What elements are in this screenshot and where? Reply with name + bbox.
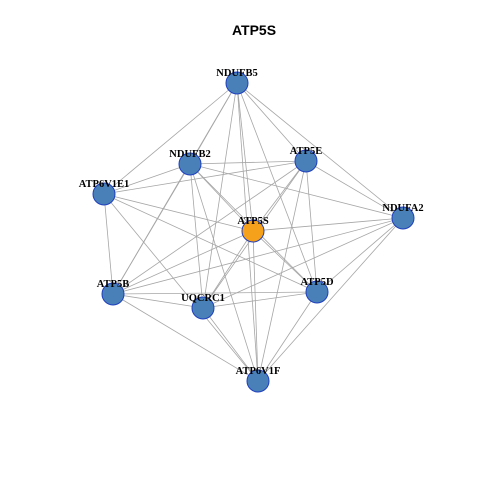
node-label: ATP5D: [300, 277, 333, 288]
edge-layer: [103, 82, 404, 382]
edge-ndufb5-atp5e: [236, 82, 307, 162]
node-atp5d: ATP5D: [300, 277, 334, 304]
node-circle: [294, 149, 318, 173]
edge-ndufb5-atp6v1e1: [103, 82, 238, 195]
node-label: NDUFB5: [216, 68, 257, 79]
edge-atp5e-atp5s: [252, 160, 307, 232]
node-circle: [391, 206, 415, 230]
node-atp5b: ATP5B: [97, 279, 129, 306]
edge-ndufb2-atp5e: [189, 160, 307, 165]
edge-ndufa2-atp5b: [112, 217, 404, 295]
edge-ndufb2-atp6v1e1: [103, 163, 191, 195]
edge-atp5b-atp5d: [112, 291, 318, 295]
edge-atp5e-atp6v1e1: [103, 160, 307, 195]
edge-atp5s-atp5b: [112, 230, 254, 295]
node-label: ATP5E: [290, 146, 322, 157]
edge-atp6v1e1-atp5s: [103, 193, 254, 232]
node-uqcrc1: UQCRC1: [181, 293, 225, 320]
edge-uqcrc1-atp6v1f: [202, 307, 259, 382]
node-atp5s: ATP5S: [237, 216, 269, 243]
node-label: ATP5B: [97, 279, 129, 290]
node-circle: [191, 296, 215, 320]
edge-atp6v1e1-atp6v1f: [103, 193, 259, 382]
edge-ndufb5-atp5s: [236, 82, 254, 232]
node-ndufb5: NDUFB5: [216, 68, 258, 95]
edge-atp5s-atp6v1f: [252, 230, 259, 382]
edge-ndufb2-atp6v1f: [189, 163, 259, 382]
node-circle: [305, 280, 329, 304]
node-label: ATP6V1E1: [79, 179, 130, 190]
node-circle: [178, 152, 202, 176]
edge-atp5d-atp6v1f: [257, 291, 318, 382]
node-atp5e: ATP5E: [290, 146, 322, 173]
edge-ndufb2-ndufa2: [189, 163, 404, 219]
node-ndufb2: NDUFB2: [169, 149, 211, 176]
edge-atp5e-atp5d: [305, 160, 318, 293]
edge-ndufa2-uqcrc1: [202, 217, 404, 309]
edge-ndufa2-atp6v1f: [257, 217, 404, 382]
edge-atp6v1e1-atp5d: [103, 193, 318, 293]
hub-node-circle: [241, 219, 265, 243]
edge-ndufb5-atp5d: [236, 82, 318, 293]
edge-ndufb2-atp5b: [112, 163, 191, 295]
edge-atp5b-atp6v1f: [112, 293, 259, 382]
edge-atp5s-atp5d: [252, 230, 318, 293]
edge-atp5b-uqcrc1: [112, 293, 204, 309]
node-atp6v1e1: ATP6V1E1: [79, 179, 130, 206]
node-label: ATP5S: [237, 216, 268, 227]
edge-atp5e-atp5b: [112, 160, 307, 295]
edge-atp5e-ndufa2: [305, 160, 404, 219]
node-label: UQCRC1: [181, 293, 225, 304]
edge-ndufb2-atp5s: [189, 163, 254, 232]
node-circle: [92, 182, 116, 206]
node-label: NDUFB2: [169, 149, 210, 160]
edge-atp5s-uqcrc1: [202, 230, 254, 309]
node-circle: [246, 369, 270, 393]
edge-atp5d-uqcrc1: [202, 291, 318, 309]
node-label: NDUFA2: [382, 203, 423, 214]
node-circle: [101, 282, 125, 306]
node-label: ATP6V1F: [236, 366, 281, 377]
edge-atp5e-atp6v1f: [257, 160, 307, 382]
edge-ndufa2-atp5d: [316, 217, 404, 293]
edge-ndufa2-atp5s: [252, 217, 404, 232]
edge-atp6v1e1-atp5b: [103, 193, 114, 295]
edge-ndufb5-ndufa2: [236, 82, 404, 219]
node-ndufa2: NDUFA2: [382, 203, 424, 230]
diagram-title: ATP5S: [232, 22, 276, 38]
node-atp6v1f: ATP6V1F: [236, 366, 281, 393]
node-circle: [225, 71, 249, 95]
